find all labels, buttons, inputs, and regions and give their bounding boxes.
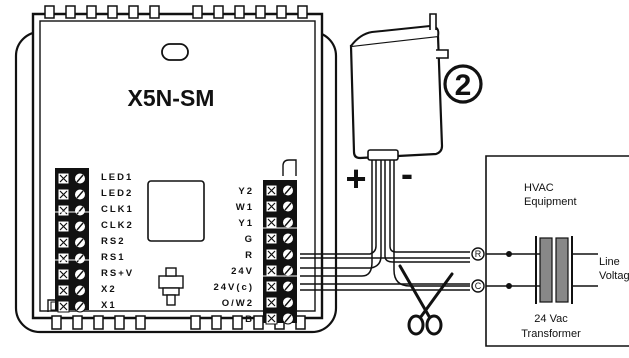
terminal-screw-pair bbox=[57, 172, 86, 185]
terminal-screw-pair bbox=[57, 252, 86, 265]
terminal-label: W1 bbox=[236, 202, 254, 213]
terminal-label: CLK2 bbox=[101, 220, 134, 231]
terminal-screw-pair bbox=[265, 296, 294, 309]
callout-number: 2 bbox=[443, 64, 483, 104]
terminal-screw-pair bbox=[57, 284, 86, 297]
terminal-screw-pair bbox=[265, 264, 294, 277]
transformer-line1: 24 Vac bbox=[534, 313, 568, 325]
terminal-label: R bbox=[245, 250, 254, 261]
right-terminal-block bbox=[263, 180, 297, 325]
terminal-screw-pair bbox=[265, 216, 294, 229]
left-terminal-labels: LED1 LED2 CLK1 CLK2 RS2 RS1 RS+V X2 X1 bbox=[101, 172, 134, 311]
terminal-label: 24V bbox=[231, 266, 254, 277]
hvac-terminal-c-label: C bbox=[475, 281, 482, 291]
minus-symbol: - bbox=[401, 153, 413, 194]
left-terminal-screws bbox=[57, 172, 86, 313]
terminal-label: LED1 bbox=[101, 172, 133, 183]
line-voltage-line2: Voltage bbox=[599, 270, 629, 282]
hvac-terminal-c: C bbox=[471, 279, 485, 293]
terminal-label: Y1 bbox=[238, 218, 254, 229]
terminal-screw-pair bbox=[265, 312, 294, 325]
terminal-screw-pair bbox=[57, 188, 86, 201]
left-terminal-block bbox=[55, 168, 89, 313]
line-voltage-line1: Line bbox=[599, 256, 620, 268]
terminal-screw-pair bbox=[265, 248, 294, 261]
transformer-line2: Transformer bbox=[521, 328, 581, 340]
terminal-label: 24V(c) bbox=[213, 282, 254, 293]
terminal-screw-pair bbox=[57, 236, 86, 249]
scissors-icon bbox=[398, 264, 454, 336]
terminal-screw-pair bbox=[57, 268, 86, 281]
hvac-terminal-r-label: R bbox=[475, 249, 482, 259]
terminal-label: RS+V bbox=[101, 268, 134, 279]
right-terminal-screws bbox=[265, 184, 294, 325]
model-name: X5N-SM bbox=[128, 85, 215, 111]
terminal-label: CLK1 bbox=[101, 204, 134, 215]
terminal-label: LED2 bbox=[101, 188, 133, 199]
transformer bbox=[535, 236, 598, 304]
plus-symbol: + bbox=[345, 158, 366, 199]
terminal-screw-pair bbox=[57, 220, 86, 233]
ground-icon bbox=[158, 267, 184, 306]
callout-number-label: 2 bbox=[455, 69, 472, 102]
terminal-label: O/W2 bbox=[222, 298, 254, 309]
right-terminal-labels: Y2 W1 Y1 G R 24V 24V(c) O/W2 B bbox=[213, 186, 254, 325]
terminal-label: G bbox=[245, 234, 254, 245]
terminal-label: RS2 bbox=[101, 236, 125, 247]
terminal-screw-pair bbox=[265, 232, 294, 245]
hvac-title-line1: HVAC bbox=[524, 182, 554, 194]
terminal-screw-pair bbox=[57, 204, 86, 217]
terminal-label: B bbox=[245, 314, 254, 325]
terminal-label: X2 bbox=[101, 284, 117, 295]
terminal-label: Y2 bbox=[238, 186, 254, 197]
hvac-terminal-r: R bbox=[471, 247, 485, 261]
hvac-title-line2: Equipment bbox=[524, 196, 577, 208]
terminal-label: X1 bbox=[101, 300, 117, 311]
terminal-label: RS1 bbox=[101, 252, 125, 263]
power-adapter bbox=[349, 13, 449, 161]
terminal-screw-pair bbox=[265, 184, 294, 197]
terminal-screw-pair bbox=[265, 280, 294, 293]
terminal-screw-pair bbox=[57, 300, 86, 313]
thermostat-base bbox=[14, 5, 338, 334]
terminal-screw-pair bbox=[265, 200, 294, 213]
hvac-equipment-box bbox=[485, 155, 629, 347]
